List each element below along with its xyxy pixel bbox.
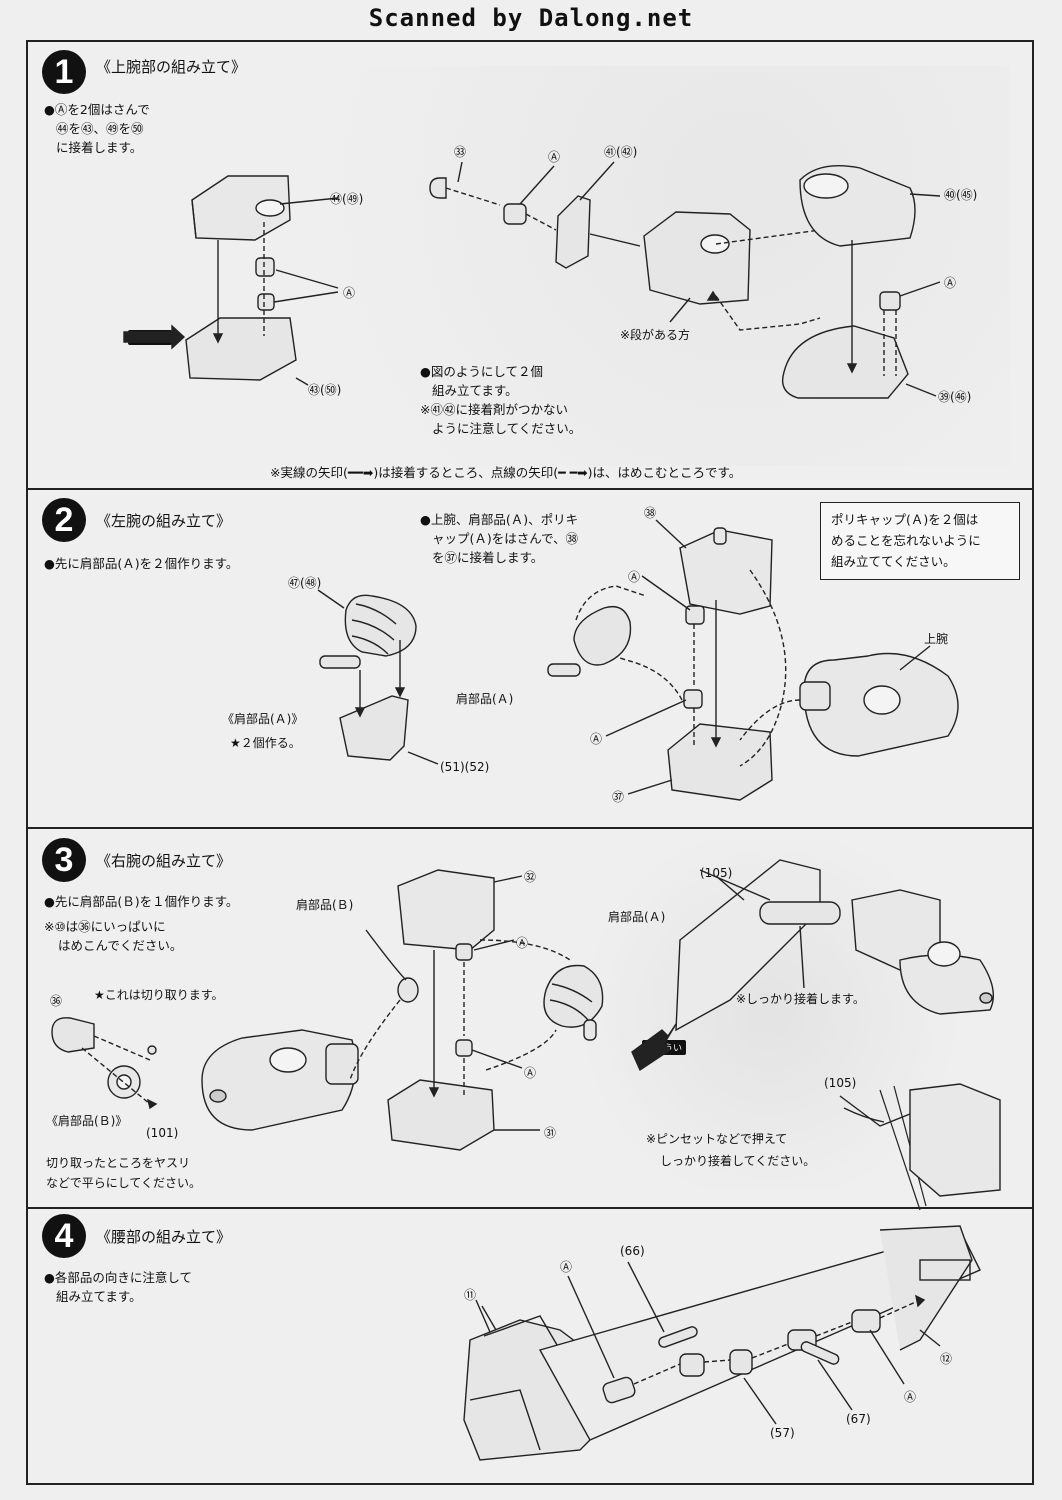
part-label: ⑫ (940, 1352, 953, 1366)
note-line: ●図のようにして２個 (420, 364, 544, 379)
part-label: ㊳ (644, 506, 657, 520)
note-line: ●先に肩部品(Ｂ)を１個作ります。 (44, 894, 239, 909)
step-3-badge: 3 (42, 838, 86, 882)
note-line: ●各部品の向きに注意して (44, 1270, 193, 1285)
note-line: めることを忘れないように (831, 533, 981, 548)
cut-off-note: ★これは切り取ります。 (94, 988, 224, 1002)
note-line: ※㊶㊷に接着剤がつかない (420, 402, 568, 417)
part-label: (57) (770, 1426, 795, 1440)
note-line: 組み立ててください。 (831, 554, 956, 569)
part-label: ㊵(㊺) (944, 188, 978, 202)
part-label: ㊲ (612, 790, 625, 804)
part-label: ㉜ (524, 870, 537, 884)
step-4-title: 《腰部の組み立て》 (96, 1228, 232, 1246)
part-label: ㊸(㊿) (308, 383, 342, 397)
note-line: に接着します。 (56, 140, 143, 155)
glue-note: ※しっかり接着します。 (736, 992, 865, 1006)
note-line: 組み立てます。 (56, 1289, 142, 1304)
part-label: (105) (824, 1076, 857, 1090)
note-line: ㊹を㊸、㊾を㊿ (56, 121, 144, 136)
step-1-center-instructions: ●図のようにして２個 組み立てます。 ※㊶㊷に接着剤がつかない ように注意してく… (420, 362, 581, 438)
part-label: ⑪ (464, 1288, 477, 1302)
note-line: 組み立てます。 (432, 383, 518, 398)
step-edge-note: ※段がある方 (620, 328, 691, 342)
tweezers-note: ※ピンセットなどで押えて (646, 1132, 788, 1146)
part-label: ㊴(㊻) (938, 390, 972, 404)
note-line: ポリキャップ(Ａ)を２個は (831, 512, 979, 527)
shoulder-a-label: 肩部品(Ａ) (608, 910, 666, 924)
part-label: Ⓐ (343, 286, 356, 300)
note-line: ●上腕、肩部品(Ａ)、ポリキ (420, 512, 579, 527)
section-divider (26, 488, 1034, 490)
step-2-instructions: ●先に肩部品(Ａ)を２個作ります。 (44, 556, 239, 571)
note-line: はめこんでください。 (58, 938, 183, 953)
shoulder-b-label: 肩部品(Ｂ) (296, 898, 354, 912)
step-1-title: 《上腕部の組み立て》 (96, 58, 247, 76)
step-1-instructions: ●Ⓐを2個はさんで ㊹を㊸、㊾を㊿ に接着します。 (44, 100, 150, 157)
note-line: ャップ(Ａ)をはさんで、㊳ (432, 531, 579, 546)
part-label: ㊱ (50, 994, 63, 1008)
instruction-frame (26, 40, 1034, 1485)
shoulder-b-label: 《肩部品(Ｂ)》 (46, 1114, 128, 1128)
part-label: (51)(52) (440, 760, 490, 774)
part-label: Ⓐ (560, 1260, 573, 1274)
part-label: (105) (700, 866, 733, 880)
step-2-center-instructions: ●上腕、肩部品(Ａ)、ポリキ ャップ(Ａ)をはさんで、㊳ を㊲に接着します。 (420, 510, 578, 567)
make-two-note: ★２個作る。 (230, 736, 301, 750)
step-4-badge: 4 (42, 1214, 86, 1258)
polycap-reminder-box: ポリキャップ(Ａ)を２個は めることを忘れないように 組み立ててください。 (820, 502, 1020, 580)
part-label: ㊼(㊽) (288, 576, 322, 590)
step-3-title: 《右腕の組み立て》 (96, 852, 232, 870)
section-divider (26, 827, 1034, 829)
step-3-instructions: ●先に肩部品(Ｂ)を１個作ります。 ※⑩は㊱にいっぱいに はめこんでください。 (44, 892, 238, 955)
part-label: Ⓐ (548, 150, 561, 164)
file-note: などで平らにしてください。 (46, 1176, 202, 1190)
note-line: ※⑩は㊱にいっぱいに (44, 919, 166, 934)
note-line: ●Ⓐを2個はさんで (44, 102, 150, 117)
part-label: (67) (846, 1412, 871, 1426)
note-line: を㊲に接着します。 (432, 550, 544, 565)
part-label: (101) (146, 1126, 179, 1140)
part-label: Ⓐ (590, 732, 603, 746)
file-note: 切り取ったところをヤスリ (46, 1156, 191, 1170)
part-label: ㊶(㊷) (604, 145, 638, 159)
shoulder-a-label: 肩部品(Ａ) (456, 692, 514, 706)
part-label: (66) (620, 1244, 645, 1258)
part-label: Ⓐ (524, 1066, 537, 1080)
shoulder-a-label: 《肩部品(Ａ)》 (222, 712, 304, 726)
part-label: ㉛ (544, 1126, 557, 1140)
part-label: Ⓐ (944, 276, 957, 290)
part-label: Ⓐ (904, 1390, 917, 1404)
step-4-instructions: ●各部品の向きに注意して 組み立てます。 (44, 1268, 192, 1306)
part-label: ㊹(㊾) (330, 192, 364, 206)
section-divider (26, 1207, 1034, 1209)
step-2-badge: 2 (42, 498, 86, 542)
tweezers-note: しっかり接着してください。 (660, 1154, 816, 1168)
upper-arm-label: 上腕 (924, 632, 949, 646)
part-label: ㉝ (454, 145, 467, 159)
scan-watermark: Scanned by Dalong.net (368, 4, 694, 32)
step-1-badge: 1 (42, 50, 86, 94)
step-2-title: 《左腕の組み立て》 (96, 512, 232, 530)
note-line: ように注意してください。 (432, 421, 582, 436)
arrow-legend: ※実線の矢印(━━➡)は接着するところ、点線の矢印(━ ━➡)は、はめこむところ… (270, 465, 742, 480)
part-label: Ⓐ (628, 570, 641, 584)
